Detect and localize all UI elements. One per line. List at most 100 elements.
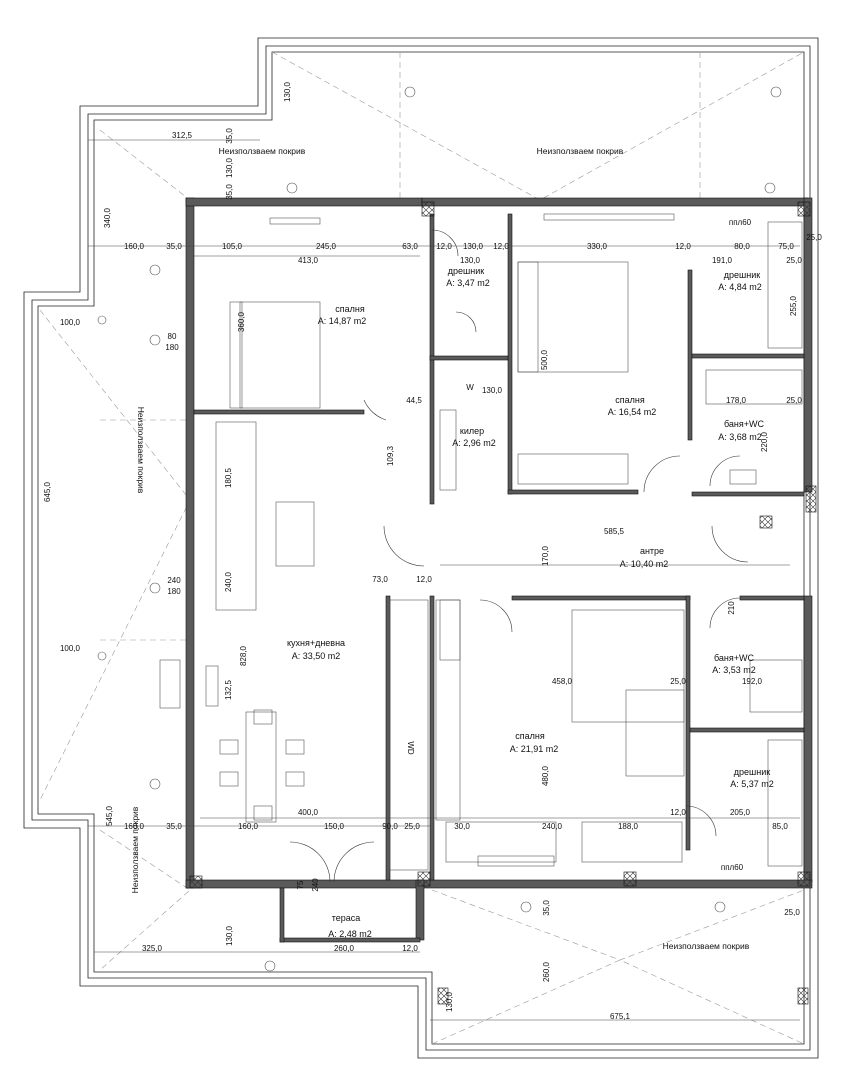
- dim-label: 105,0: [222, 242, 243, 251]
- dim-label: 458,0: [552, 677, 573, 686]
- dim-label: 130,0: [463, 242, 484, 251]
- room-name-bathroom-1: баня+WC: [724, 419, 765, 429]
- dim-label: 63,0: [402, 242, 418, 251]
- dim-label: 12,0: [670, 808, 686, 817]
- roof-label-south: Неизползваем покрив: [663, 941, 750, 951]
- dim-label: 170,0: [541, 545, 550, 566]
- room-name-bedroom-2: спалня: [615, 395, 645, 405]
- room-name-closet-1: дрешник: [448, 266, 484, 276]
- room-name-kitchen-living: кухня+дневна: [287, 638, 345, 648]
- dim-label: 12,0: [416, 575, 432, 584]
- dimension-texts: 130,0 312,5 35,0 130,0 35,0 340,0 160,0 …: [43, 81, 822, 1021]
- dim-label: 90,0: [382, 822, 398, 831]
- dim-label: 130,0: [283, 81, 292, 102]
- room-area-kitchen-living: A: 33,50 m2: [292, 651, 341, 661]
- dim-label: 12,0: [675, 242, 691, 251]
- room-name-bedroom-1: спалня: [335, 304, 365, 314]
- dim-label: 130,0: [445, 991, 454, 1012]
- dim-label: 205,0: [730, 808, 751, 817]
- dim-label: 30,0: [454, 822, 470, 831]
- roof-label-west: Неизползваем покрив: [136, 407, 146, 494]
- room-area-closet-2: A: 4,84 m2: [718, 282, 762, 292]
- dim-label: 160,0: [124, 822, 145, 831]
- dim-label: 245,0: [316, 242, 337, 251]
- dim-label: 160,0: [238, 822, 259, 831]
- dim-label: 75,0: [778, 242, 794, 251]
- dim-label: 12,0: [436, 242, 452, 251]
- window-code: ппл60: [729, 218, 752, 227]
- dim-label: 180: [167, 587, 181, 596]
- room-area-bedroom-2: A: 16,54 m2: [608, 407, 657, 417]
- dim-label: 132,5: [224, 679, 233, 700]
- dim-label: 260,0: [334, 944, 355, 953]
- dimension-lines: [88, 139, 800, 1021]
- room-name-bedroom-3: спалня: [515, 731, 545, 741]
- dim-label: 400,0: [298, 808, 319, 817]
- dim-label: 109,3: [386, 445, 395, 466]
- dim-label: 25,0: [784, 908, 800, 917]
- room-area-bathroom-2: A: 3,53 m2: [712, 665, 756, 675]
- room-area-hall: A: 10,40 m2: [620, 559, 669, 569]
- exterior-walls: [185, 197, 813, 941]
- dim-label: 130,0: [460, 256, 481, 265]
- dim-label: 25,0: [806, 233, 822, 242]
- dim-label: 100,0: [60, 318, 81, 327]
- dim-label: 35,0: [166, 822, 182, 831]
- dim-label: 80: [168, 332, 177, 341]
- dim-label: 312,5: [172, 131, 193, 140]
- dim-label: 645,0: [43, 481, 52, 502]
- dim-label: 35,0: [542, 900, 551, 916]
- dim-label: 73,0: [372, 575, 388, 584]
- room-labels: спалня A: 14,87 m2 дрешник A: 3,47 m2 сп…: [287, 266, 774, 939]
- dim-label: 545,0: [105, 805, 114, 826]
- dim-label: 330,0: [587, 242, 608, 251]
- dim-label: 260,0: [542, 961, 551, 982]
- dim-label: 130,0: [225, 925, 234, 946]
- dim-label: 130,0: [482, 386, 503, 395]
- dim-label: 191,0: [712, 256, 733, 265]
- dim-label: 480,0: [541, 765, 550, 786]
- room-area-bedroom-3: A: 21,91 m2: [510, 744, 559, 754]
- dim-label: 12,0: [493, 242, 509, 251]
- door-swings: [289, 229, 749, 883]
- washer-symbol: W: [466, 383, 474, 392]
- dim-label: 150,0: [324, 822, 345, 831]
- room-name-closet-2: дрешник: [724, 270, 760, 280]
- furniture: [159, 213, 803, 871]
- dim-label: 160,0: [124, 242, 145, 251]
- dishwasher-symbol: WD: [406, 741, 415, 755]
- dim-label: 12,0: [402, 944, 418, 953]
- dim-label: 180: [165, 343, 179, 352]
- room-name-bathroom-2: баня+WC: [714, 653, 755, 663]
- roof-label-north-left: Неизползваем покрив: [219, 146, 306, 156]
- dim-label: 240: [167, 576, 181, 585]
- dim-label: 210: [727, 601, 736, 615]
- columns: [189, 201, 817, 1005]
- dim-label: 35,0: [166, 242, 182, 251]
- roof-labels: Неизползваем покрив Неизползваем покрив …: [130, 146, 750, 951]
- dim-label: 100,0: [60, 644, 81, 653]
- dim-label: 192,0: [742, 677, 763, 686]
- dim-label: 188,0: [618, 822, 639, 831]
- dim-label: 25,0: [786, 396, 802, 405]
- room-name-terrace: тераса: [332, 913, 361, 923]
- window-code: ппл60: [721, 863, 744, 872]
- dim-label: 240,0: [224, 571, 233, 592]
- room-name-pantry: килер: [460, 426, 484, 436]
- room-area-pantry: A: 2,96 m2: [452, 438, 496, 448]
- roof-parapet: [23, 37, 819, 1059]
- dim-label: 35,0: [225, 128, 234, 144]
- dim-label: 75: [296, 880, 305, 889]
- dim-label: 340,0: [103, 207, 112, 228]
- dim-label: 413,0: [298, 256, 319, 265]
- interior-walls: [193, 213, 805, 943]
- dim-label: 240,0: [542, 822, 563, 831]
- dim-label: 828,0: [239, 645, 248, 666]
- dim-label: 180,5: [224, 467, 233, 488]
- room-area-bathroom-1: A: 3,68 m2: [718, 432, 762, 442]
- dim-label: 25,0: [404, 822, 420, 831]
- dim-label: 178,0: [726, 396, 747, 405]
- roof-label-north-right: Неизползваем покрив: [537, 146, 624, 156]
- dim-label: 130,0: [225, 157, 234, 178]
